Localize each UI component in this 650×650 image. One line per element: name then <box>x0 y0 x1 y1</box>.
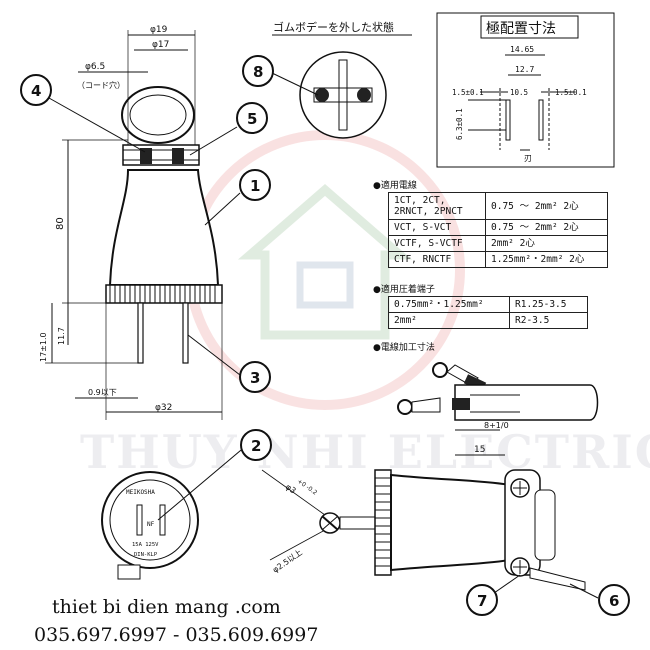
blade-label: 刃 <box>524 154 532 163</box>
callout-8: 8 <box>242 55 274 87</box>
table-row: VCT, S-VCT 0.75 ～ 2mm² 2心 <box>388 219 608 236</box>
svg-text:3: 3 <box>250 369 260 387</box>
svg-text:2: 2 <box>251 437 261 455</box>
callout-leaders <box>48 72 599 601</box>
footer-site: thiet bi dien mang .com <box>52 596 281 618</box>
rubber-removed-view <box>299 51 387 139</box>
cable-size-cell: 0.75 ～ 2mm² 2心 <box>485 192 608 220</box>
svg-text:5: 5 <box>247 110 257 128</box>
dim-d19: φ19 <box>150 25 168 35</box>
callout-5: 5 <box>236 102 268 134</box>
table-row: 0.75mm²・1.25mm² R1.25-3.5 <box>388 296 588 313</box>
callout-2: 2 <box>240 429 272 461</box>
svg-text:1: 1 <box>250 177 260 195</box>
pin-dimensions-heading: 極配置寸法 <box>486 21 556 37</box>
table-row: CTF, RNCTF 1.25mm²・2mm² 2心 <box>388 251 608 268</box>
terminal-wire-cell: 0.75mm²・1.25mm² <box>388 296 510 313</box>
face-model: DIN-KLP <box>134 552 158 558</box>
dim-0-9: 0.9以下 <box>88 388 117 397</box>
callout-3: 3 <box>239 361 271 393</box>
dim-8: 8+1/0 <box>484 421 509 430</box>
cable-type-cell: 1CT, 2CT, 2RNCT, 2PNCT <box>388 192 486 220</box>
dim-6-3: 6.3±0.1 <box>455 108 464 140</box>
terminal-model-cell: R2-3.5 <box>509 312 588 329</box>
cable-type-cell: CTF, RNCTF <box>388 251 486 268</box>
svg-text:8: 8 <box>253 63 263 81</box>
terminal-table: 0.75mm²・1.25mm² R1.25-3.5 2mm² R2-3.5 <box>388 296 588 329</box>
callout-7: 7 <box>466 584 498 616</box>
cable-type-cell: VCTF, S-VCTF <box>388 235 486 252</box>
dim-15: 15 <box>474 445 485 455</box>
processing-section-label: ●電線加工寸法 <box>373 343 435 353</box>
table-row: 1CT, 2CT, 2RNCT, 2PNCT 0.75 ～ 2mm² 2心 <box>388 192 608 220</box>
dim-d6-5: φ6.5 <box>85 62 105 72</box>
wire-processing-drawing: 8+1/0 15 <box>397 362 599 456</box>
svg-text:7: 7 <box>477 592 487 610</box>
rubber-removed-heading: ゴムボデーを外した状態 <box>273 20 394 34</box>
dim-10-5: 10.5 <box>510 88 528 97</box>
cord-hole-note: （コード穴） <box>77 80 125 90</box>
svg-text:6: 6 <box>609 592 619 610</box>
face-rating: 15A 125V <box>132 542 159 548</box>
watermark-logo <box>185 130 465 410</box>
callout-6: 6 <box>598 584 630 616</box>
terminal-wire-cell: 2mm² <box>388 312 510 329</box>
terminals-section-label: ●適用圧着端子 <box>373 285 435 295</box>
plug-face-view: MEIKOSHA 15A 125V NF DIN-KLP <box>101 471 199 580</box>
terminal-model-cell: R1.25-3.5 <box>509 296 588 313</box>
cable-size-cell: 2mm² 2心 <box>485 235 608 252</box>
pin-dimensions-box: 極配置寸法 14.65 12.7 10.5 1.5±0.1 1.5±0.1 6.… <box>436 12 615 168</box>
cables-section-label: ●適用電線 <box>373 181 417 191</box>
cable-size-cell: 1.25mm²・2mm² 2心 <box>485 251 608 268</box>
dim-1-5-left: 1.5±0.1 <box>452 88 484 97</box>
callout-1: 1 <box>239 169 271 201</box>
dim-pin-tol: +0 -0.2 <box>296 478 319 497</box>
callout-4: 4 <box>20 74 52 106</box>
dim-17: 17±1.0 <box>39 332 48 362</box>
svg-text:4: 4 <box>31 82 41 100</box>
cable-table: 1CT, 2CT, 2RNCT, 2PNCT 0.75 ～ 2mm² 2心 VC… <box>388 192 608 268</box>
dim-1-5-right: 1.5±0.1 <box>555 88 587 97</box>
face-brand: MEIKOSHA <box>126 489 155 496</box>
watermark-text: THUY NHI ELECTRIC <box>80 425 650 479</box>
cable-size-cell: 0.75 ～ 2mm² 2心 <box>485 219 608 236</box>
dim-11-7: 11.7 <box>57 327 66 345</box>
dim-12-7: 12.7 <box>515 65 534 74</box>
dim-pin-d2-5: φ2.5以上 <box>271 548 304 575</box>
dim-80: 80 <box>55 217 66 230</box>
plug-profile-view: φ3 +0 -0.2 φ2.5以上 <box>261 469 586 591</box>
cable-type-cell: VCT, S-VCT <box>388 219 486 236</box>
face-type: NF <box>147 521 155 528</box>
dim-14-65: 14.65 <box>510 45 534 54</box>
table-row: VCTF, S-VCTF 2mm² 2心 <box>388 235 608 252</box>
dim-d32: φ32 <box>155 403 172 413</box>
plug-side-view: φ19 φ17 φ6.5 （コード穴） <box>39 25 223 420</box>
dim-d17: φ17 <box>152 40 169 50</box>
footer-phones: 035.697.6997 - 035.609.6997 <box>34 624 319 646</box>
table-row: 2mm² R2-3.5 <box>388 312 588 329</box>
